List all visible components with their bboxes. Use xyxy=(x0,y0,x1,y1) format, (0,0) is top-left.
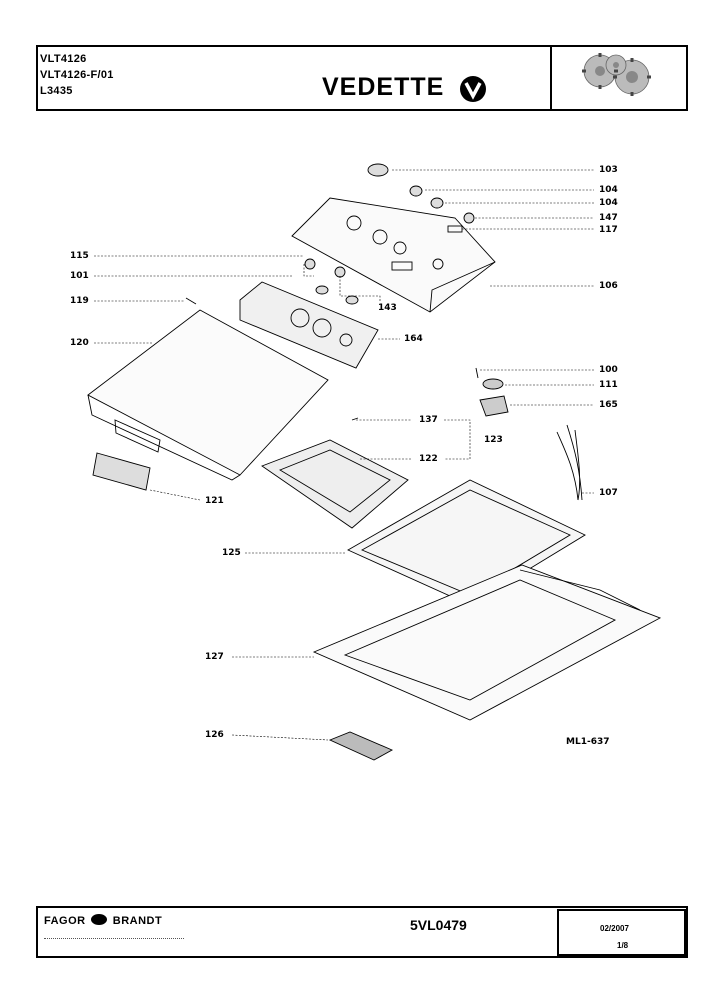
footer-brand: FAGOR BRANDT xyxy=(44,914,162,927)
wire-harness-part xyxy=(556,424,583,501)
screw-part xyxy=(475,367,479,379)
footer-brand-right: BRANDT xyxy=(112,915,163,927)
model-line-1: VLT4126 xyxy=(40,53,87,65)
diagram-reference: ML1-637 xyxy=(566,737,610,747)
callout-164: 164 xyxy=(404,334,423,344)
callout-147: 147 xyxy=(599,213,618,223)
document-number: 5VL0479 xyxy=(410,917,467,933)
header-gears-image xyxy=(550,45,690,111)
callout-127: 127 xyxy=(205,652,224,662)
callout-143: 143 xyxy=(378,303,397,313)
document-date: 02/2007 xyxy=(600,924,629,933)
header-box xyxy=(36,45,688,111)
callout-122: 122 xyxy=(419,454,438,464)
tub-ring-part xyxy=(347,479,586,606)
model-line-3: L3435 xyxy=(40,85,73,97)
top-frame-part xyxy=(312,564,662,721)
brand-name: VEDETTE xyxy=(322,73,445,101)
callout-117: 117 xyxy=(599,225,618,235)
brand-logo-icon xyxy=(460,76,486,102)
callout-137: 137 xyxy=(419,415,438,425)
callout-126: 126 xyxy=(205,730,224,740)
callout-111: 111 xyxy=(599,380,618,390)
callout-121: 121 xyxy=(205,496,224,506)
dispenser-part xyxy=(261,439,409,529)
control-panel-part xyxy=(291,197,496,313)
callout-125: 125 xyxy=(222,548,241,558)
callout-101: 101 xyxy=(70,271,89,281)
callout-115: 115 xyxy=(70,251,89,261)
callout-165: 165 xyxy=(599,400,618,410)
switch-part xyxy=(479,395,509,417)
screw-137-part xyxy=(351,417,359,421)
footer-divider xyxy=(44,938,184,939)
lid-part xyxy=(87,309,329,481)
date-box xyxy=(557,909,686,956)
callout-123: 123 xyxy=(484,435,503,445)
knob-parts xyxy=(304,163,475,305)
callout-104a: 104 xyxy=(599,185,618,195)
page-number: 1/8 xyxy=(617,941,629,950)
pin-part xyxy=(185,297,197,305)
leader-lines xyxy=(94,169,594,741)
electronic-board-part xyxy=(239,281,379,369)
callout-119: 119 xyxy=(70,296,89,306)
callout-106: 106 xyxy=(599,281,618,291)
footer-box xyxy=(36,906,688,958)
handle-part xyxy=(92,452,151,491)
callout-120: 120 xyxy=(70,338,89,348)
cap-part xyxy=(482,378,504,390)
model-line-2: VLT4126-F/01 xyxy=(40,69,114,81)
callout-107: 107 xyxy=(599,488,618,498)
hinge-part xyxy=(328,731,394,761)
footer-brand-logo-icon xyxy=(91,914,108,925)
callout-104b: 104 xyxy=(599,198,618,208)
callout-100: 100 xyxy=(599,365,618,375)
callout-103: 103 xyxy=(599,165,618,175)
footer-brand-left: FAGOR xyxy=(44,915,86,927)
